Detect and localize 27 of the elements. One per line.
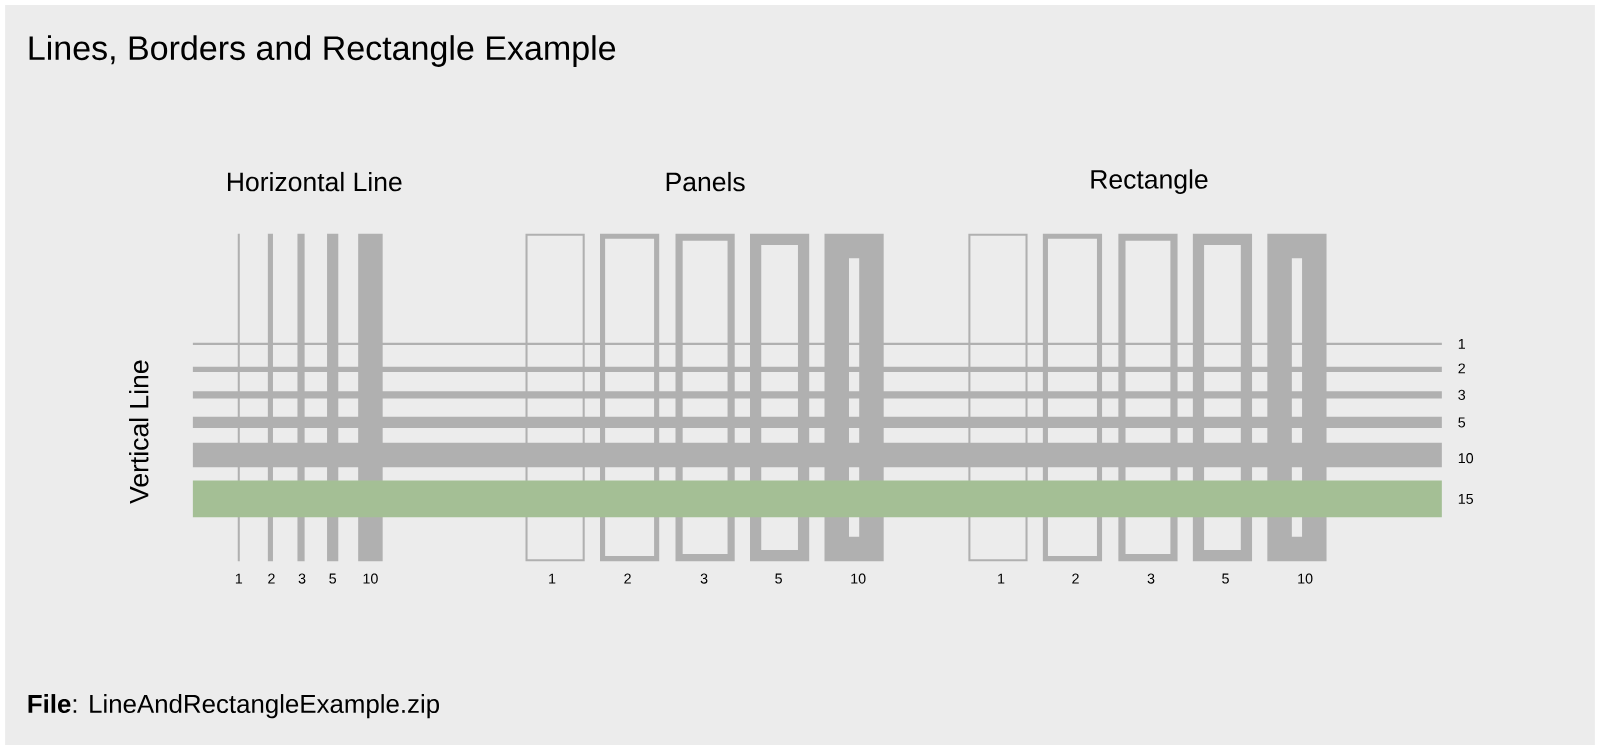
width-number: 5 [775, 573, 782, 584]
width-number: 3 [298, 573, 306, 584]
width-number: 10 [1458, 453, 1474, 464]
width-number: 5 [1458, 417, 1466, 428]
width-number: 3 [1458, 389, 1466, 400]
width-number: 1 [549, 573, 556, 584]
width-number: 1 [1458, 338, 1465, 349]
width-number: 5 [329, 573, 337, 584]
width-number: 5 [1222, 573, 1229, 584]
width-number: 2 [268, 573, 275, 584]
width-number: 10 [1298, 573, 1313, 584]
width-number: 2 [1072, 573, 1079, 584]
width-number: 1 [235, 573, 243, 584]
width-number: 3 [700, 573, 708, 584]
width-number: 10 [363, 573, 378, 584]
title: Lines, Borders and Rectangle Example [29, 35, 616, 67]
width-number: 2 [624, 573, 631, 584]
heading: Rectangle [1091, 169, 1208, 194]
width-number: 1 [998, 573, 1005, 584]
width-number: 10 [851, 573, 866, 584]
heading: Panels [666, 171, 745, 192]
width-number: 3 [1147, 573, 1155, 584]
width-number: 15 [1458, 494, 1474, 504]
file-note: File: LineAndRectangleExample.zip [28, 694, 439, 719]
width-number: 2 [1458, 363, 1465, 374]
heading: Horizontal Line [228, 171, 402, 192]
heading: Vertical Line [129, 360, 149, 504]
